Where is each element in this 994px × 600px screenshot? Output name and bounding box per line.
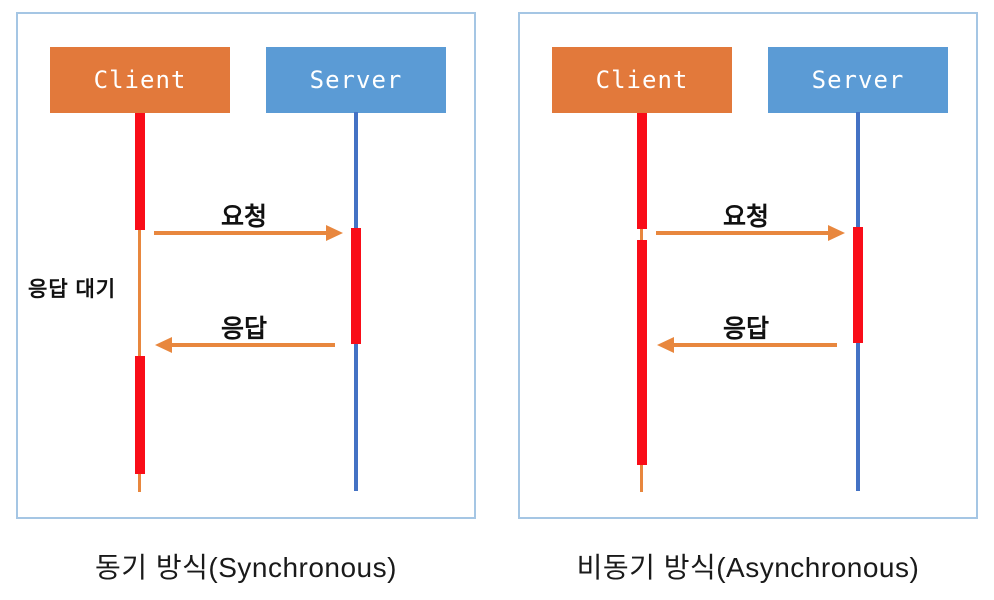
request-arrow-icon — [656, 225, 845, 241]
server-activation-bar — [351, 228, 361, 344]
client-actor-box: Client — [552, 47, 732, 113]
response-arrow-icon — [657, 337, 837, 353]
client-activation-bar — [135, 113, 145, 230]
response-arrow-icon — [155, 337, 335, 353]
server-lifeline — [354, 112, 358, 228]
sync-caption: 동기 방식(Synchronous) — [95, 552, 397, 583]
client-lifeline-tail — [640, 465, 643, 492]
client-actor-box: Client — [50, 47, 230, 113]
server-lifeline — [856, 112, 860, 227]
client-lifeline-waiting — [138, 230, 141, 356]
response-label: 응답 — [722, 315, 769, 343]
server-actor-box: Server — [768, 47, 948, 113]
server-label: Server — [811, 66, 905, 94]
client-label: Client — [595, 66, 689, 94]
wait-label: 응답 대기 — [28, 278, 117, 301]
client-lifeline-send-gap — [640, 229, 643, 240]
server-label: Server — [309, 66, 403, 94]
client-activation-bar — [637, 240, 647, 465]
server-actor-box: Server — [266, 47, 446, 113]
response-label: 응답 — [220, 315, 267, 343]
async-diagram-panel: Client Server 요청 응답 — [518, 12, 978, 519]
client-label: Client — [93, 66, 187, 94]
client-activation-bar — [637, 113, 647, 229]
sync-diagram-panel: Client Server 요청 응답 응답 대기 — [16, 12, 476, 519]
server-activation-bar — [853, 227, 863, 343]
client-activation-bar — [135, 356, 145, 474]
client-lifeline-tail — [138, 474, 141, 492]
server-lifeline-tail — [354, 344, 358, 491]
request-arrow-icon — [154, 225, 343, 241]
server-lifeline-tail — [856, 343, 860, 491]
async-caption: 비동기 방식(Asynchronous) — [576, 552, 920, 583]
request-label: 요청 — [220, 203, 267, 231]
request-label: 요청 — [722, 203, 769, 231]
